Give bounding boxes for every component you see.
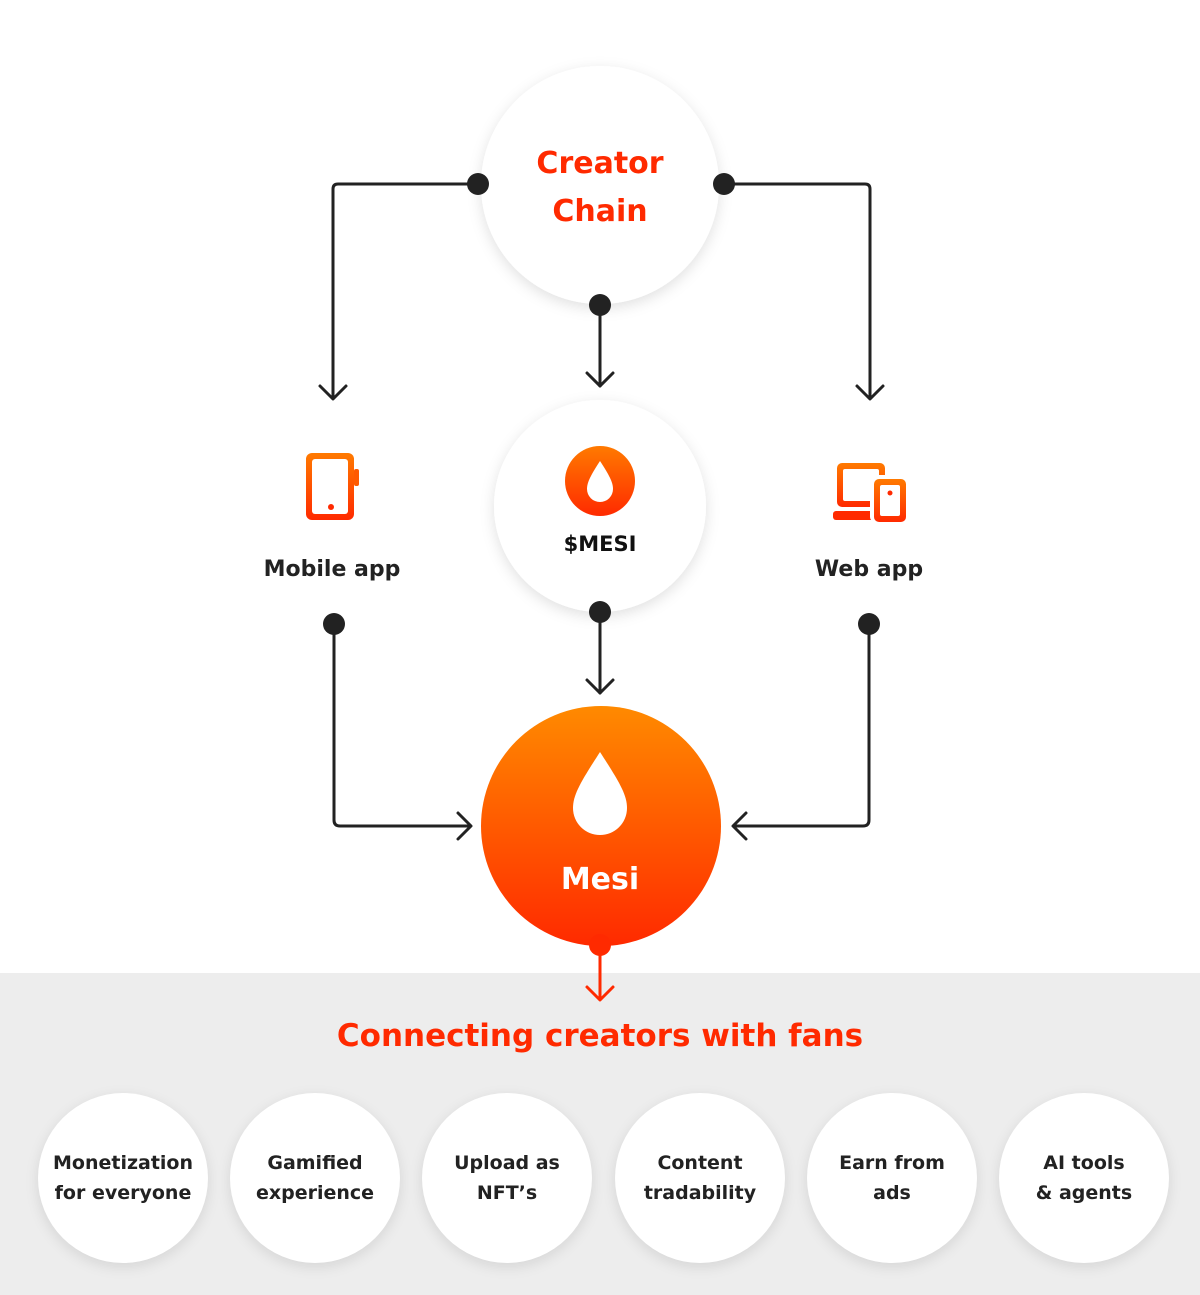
mesi-label: Mesi — [560, 862, 640, 897]
feature-line: Content — [657, 1152, 743, 1174]
creator-chain-label-line2: Chain — [552, 194, 648, 229]
mesi-token-label: $MESI — [563, 532, 637, 556]
connector-chain-to-web-arrowhead — [855, 384, 885, 401]
feature-line: tradability — [643, 1182, 757, 1204]
drop-icon — [565, 446, 635, 516]
feature-ads: Earn from ads — [807, 1093, 977, 1263]
features-band — [0, 973, 1200, 1295]
feature-line: Earn from — [839, 1152, 945, 1174]
dot-chain-left — [467, 173, 489, 195]
mobile-app-label: Mobile app — [263, 557, 401, 582]
feature-ai-tools: AI tools & agents — [999, 1093, 1169, 1263]
creator-chain-label: Creator Chain — [480, 140, 720, 236]
feature-line: NFT’s — [476, 1182, 538, 1204]
connector-chain-to-mobile-arrowhead — [318, 384, 348, 401]
smartphone-icon — [306, 453, 359, 520]
feature-line: experience — [255, 1182, 375, 1204]
connector-chain-to-token-arrowhead — [585, 371, 615, 388]
dot-web-bottom — [858, 613, 880, 635]
laptop-phone-icon — [833, 463, 906, 522]
connector-web-to-mesi — [732, 622, 871, 828]
feature-line: Upload as — [454, 1152, 560, 1174]
connectors — [318, 182, 885, 841]
drop-icon — [573, 752, 627, 835]
feature-line: for everyone — [54, 1182, 192, 1204]
feature-line: & agents — [1035, 1182, 1133, 1204]
dot-mobile-bottom — [323, 613, 345, 635]
headline: Connecting creators with fans — [336, 1018, 864, 1054]
feature-monetization: Monetization for everyone — [38, 1093, 208, 1263]
dot-token-bottom — [589, 601, 611, 623]
connector-chain-to-web — [722, 182, 872, 400]
connector-token-to-mesi-arrowhead — [585, 678, 615, 695]
dot-chain-bottom — [589, 294, 611, 316]
feature-gamified: Gamified experience — [230, 1093, 400, 1263]
feature-line: AI tools — [1043, 1152, 1125, 1174]
dot-mesi-bottom — [589, 934, 611, 956]
dot-chain-right — [713, 173, 735, 195]
connector-mobile-to-mesi-arrowhead — [456, 811, 473, 841]
connector-mesi-to-output-arrowhead — [585, 985, 615, 1002]
creator-chain-label-line1: Creator — [536, 146, 664, 181]
creator-chain-node — [481, 66, 719, 304]
web-app-label: Web app — [814, 557, 924, 582]
feature-line: ads — [873, 1182, 911, 1204]
feature-tradability: Content tradability — [615, 1093, 785, 1263]
connector-chain-to-mobile — [331, 182, 480, 400]
connector-mobile-to-mesi — [332, 622, 472, 828]
feature-line: Gamified — [267, 1152, 363, 1174]
connector-web-to-mesi-arrowhead — [731, 811, 748, 841]
feature-line: Monetization — [52, 1152, 194, 1174]
connector-dots — [323, 173, 880, 635]
feature-nft-upload: Upload as NFT’s — [422, 1093, 592, 1263]
